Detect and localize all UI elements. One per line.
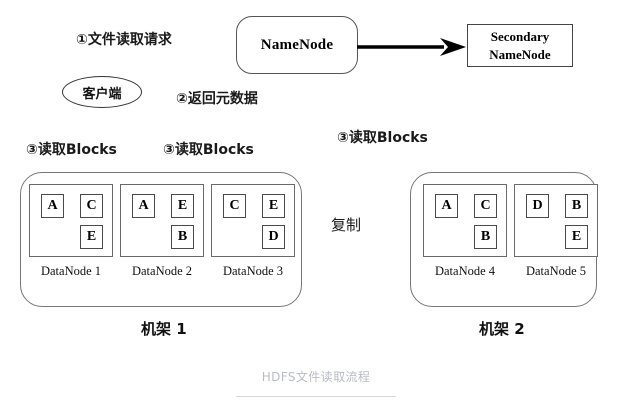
rack-1-label: 机架 1 (141, 320, 187, 338)
label-replicate: 复制 (331, 216, 362, 234)
datanode-1: A C E DataNode 1 (29, 184, 113, 279)
block-e: E (262, 194, 285, 218)
datanode-4-blocks: A C B (423, 184, 507, 257)
datanode-4: A C B DataNode 4 (423, 184, 507, 279)
block-e: E (171, 194, 194, 218)
datanode-2-blocks: A E B (120, 184, 204, 257)
secondary-namenode-label-line2: NameNode (489, 46, 551, 62)
block-b: B (565, 194, 588, 218)
caption-divider (236, 396, 396, 397)
label-step3-read-blocks-b: ③读取Blocks (163, 142, 254, 158)
rack-2-label: 机架 2 (479, 320, 525, 338)
label-step3-read-blocks-a: ③读取Blocks (26, 142, 117, 158)
block-c: C (474, 194, 497, 218)
namenode-box: NameNode (236, 16, 358, 74)
datanode-2-label: DataNode 2 (131, 264, 193, 278)
datanode-1-label: DataNode 1 (40, 264, 102, 278)
block-b: B (171, 225, 194, 249)
rack-1-container: A C E DataNode 1 A E B DataNode 2 C E (20, 172, 302, 307)
arrow-namenode-to-secondary (356, 36, 468, 58)
block-e: E (565, 225, 588, 249)
label-step1-read-request: ①文件读取请求 (76, 32, 172, 48)
label-step3-read-blocks-c: ③读取Blocks (337, 130, 428, 146)
block-d: D (526, 194, 549, 218)
namenode-label: NameNode (260, 36, 334, 53)
datanode-5: D B E DataNode 5 (514, 184, 598, 279)
rack-2-datanode-row: A C B DataNode 4 D B E DataNode 5 (423, 184, 598, 279)
secondary-namenode-box: Secondary NameNode (467, 24, 573, 67)
rack-1-datanode-row: A C E DataNode 1 A E B DataNode 2 C E (29, 184, 295, 279)
block-d: D (262, 225, 285, 249)
datanode-1-blocks: A C E (29, 184, 113, 257)
arrow-right-icon (357, 38, 466, 56)
block-c: C (223, 194, 246, 218)
block-b: B (474, 225, 497, 249)
datanode-3-label: DataNode 3 (222, 264, 284, 278)
block-a: A (435, 194, 458, 218)
client-node: 客户端 (62, 76, 142, 108)
datanode-5-label: DataNode 5 (525, 264, 587, 278)
block-e: E (80, 225, 103, 249)
block-c: C (80, 194, 103, 218)
block-a: A (41, 194, 64, 218)
datanode-5-blocks: D B E (514, 184, 598, 257)
datanode-3-blocks: C E D (211, 184, 295, 257)
rack-2-container: A C B DataNode 4 D B E DataNode 5 (410, 172, 598, 307)
secondary-namenode-label-line1: Secondary (490, 28, 550, 44)
block-a: A (132, 194, 155, 218)
datanode-3: C E D DataNode 3 (211, 184, 295, 279)
datanode-2: A E B DataNode 2 (120, 184, 204, 279)
diagram-caption: HDFS文件读取流程 (261, 370, 371, 384)
datanode-4-label: DataNode 4 (434, 264, 496, 278)
client-label: 客户端 (82, 86, 122, 102)
label-step2-return-metadata: ②返回元数据 (176, 91, 258, 107)
